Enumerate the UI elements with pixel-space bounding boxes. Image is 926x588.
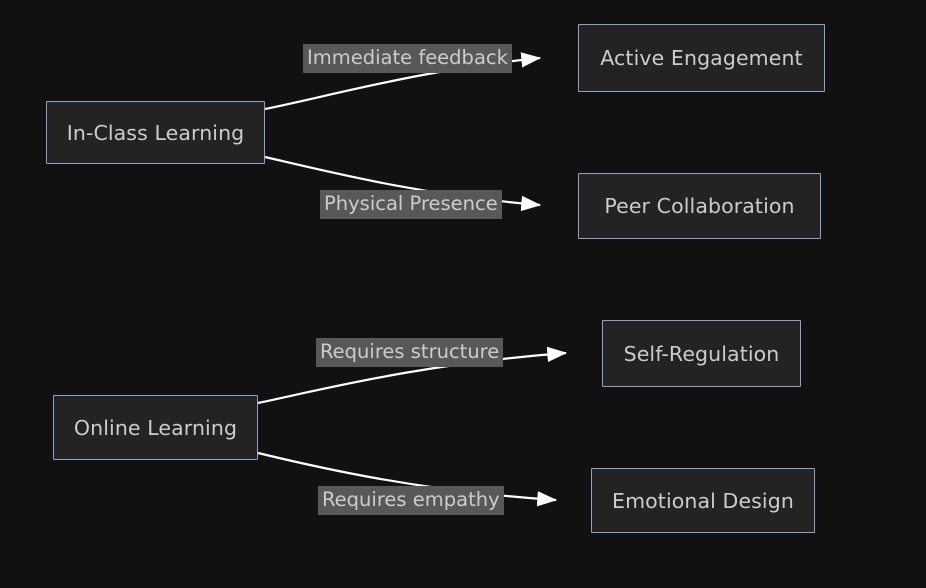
node-self-regulation[interactable]: Self-Regulation	[602, 320, 801, 387]
edge-label-text: Requires empathy	[322, 488, 500, 511]
node-in-class-learning[interactable]: In-Class Learning	[46, 101, 265, 164]
node-label: In-Class Learning	[66, 120, 245, 145]
edge-label-physical-presence: Physical Presence	[320, 190, 502, 219]
edge-label-text: Immediate feedback	[307, 46, 508, 69]
node-online-learning[interactable]: Online Learning	[53, 395, 258, 460]
node-label: Peer Collaboration	[604, 194, 795, 218]
node-label: Active Engagement	[600, 46, 803, 70]
edge-label-immediate-feedback: Immediate feedback	[303, 44, 512, 73]
edge-label-requires-structure: Requires structure	[316, 338, 504, 367]
edge-label-requires-empathy: Requires empathy	[318, 486, 504, 515]
node-active-engagement[interactable]: Active Engagement	[578, 24, 825, 92]
node-label: Emotional Design	[612, 488, 794, 513]
node-peer-collaboration[interactable]: Peer Collaboration	[578, 173, 821, 239]
node-label: Self-Regulation	[623, 341, 780, 366]
node-label: Online Learning	[73, 415, 238, 440]
node-emotional-design[interactable]: Emotional Design	[591, 468, 815, 533]
edge-label-text: Requires structure	[320, 340, 500, 363]
edge-label-text: Physical Presence	[324, 192, 498, 215]
